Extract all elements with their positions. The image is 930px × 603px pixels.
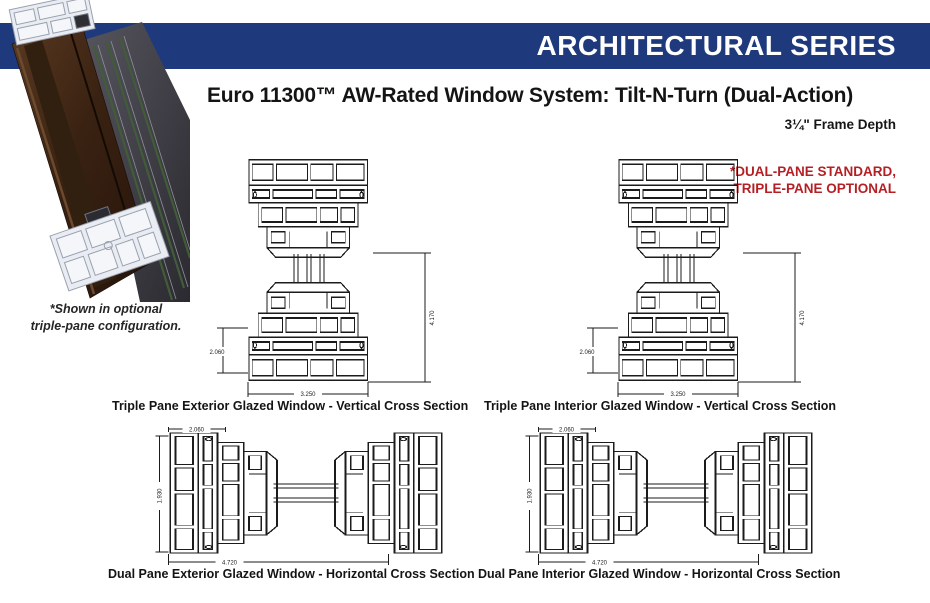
bottom-profile-cut-face — [49, 200, 170, 292]
dimension-lines — [155, 427, 389, 565]
drawing-caption-top-right: Triple Pane Interior Glazed Window - Ver… — [484, 399, 837, 413]
glass-lines — [293, 254, 325, 283]
drawing-caption-bottom-right: Dual Pane Interior Glazed Window - Horiz… — [478, 567, 841, 581]
glass-lines — [663, 254, 695, 283]
dimension-lines — [525, 427, 759, 565]
glazing-note: *DUAL-PANE STANDARD, TRIPLE-PANE OPTIONA… — [730, 163, 896, 197]
horizontal-cross-section-interior-drawing: 2.060 1.930 4.720 — [525, 426, 813, 567]
dimension-label: 2.060 — [559, 428, 575, 434]
glass-slab — [84, 22, 190, 302]
dimension-label: 2.060 — [579, 350, 595, 356]
page-title: Euro 11300™ AW-Rated Window System: Tilt… — [206, 84, 853, 107]
glazing-note-line1: *DUAL-PANE STANDARD, — [730, 164, 896, 179]
dimension-label: 1.930 — [528, 488, 534, 504]
dimension-label: 4.720 — [592, 561, 608, 567]
dimension-label: 3.250 — [300, 392, 316, 398]
hero-caption-line2: triple-pane configuration. — [30, 318, 182, 333]
frame-depth-subtitle: 3¼" Frame Depth — [784, 117, 896, 132]
hero-caption-line1: *Shown in optional — [49, 302, 163, 316]
series-banner-label: ARCHITECTURAL SERIES — [536, 30, 896, 61]
horizontal-cross-section-exterior-drawing: 2.060 1.930 4.720 — [155, 426, 443, 567]
glass-lines — [273, 483, 339, 503]
window-corner-render — [8, 0, 190, 302]
top-profile-cut-face — [8, 0, 96, 46]
dimension-label: 4.170 — [430, 310, 436, 326]
dimension-label: 4.170 — [800, 310, 806, 326]
dimension-label: 1.930 — [158, 488, 164, 504]
vertical-cross-section-interior-drawing: 2.060 4.170 3.250 — [574, 158, 806, 398]
hero-caption: *Shown in optional triple-pane configura… — [0, 301, 212, 334]
drawing-caption-top-left: Triple Pane Exterior Glazed Window - Ver… — [112, 399, 469, 413]
dimension-label: 2.060 — [209, 350, 225, 356]
dimension-label: 3.250 — [670, 392, 686, 398]
vertical-cross-section-exterior-drawing: 2.060 4.170 3.250 — [204, 158, 436, 398]
glass-lines — [643, 483, 709, 503]
dimension-label: 4.720 — [222, 561, 238, 567]
drawing-caption-bottom-left: Dual Pane Exterior Glazed Window - Horiz… — [108, 567, 475, 581]
dimension-label: 2.060 — [189, 428, 205, 434]
glazing-note-line2: TRIPLE-PANE OPTIONAL — [733, 181, 896, 196]
